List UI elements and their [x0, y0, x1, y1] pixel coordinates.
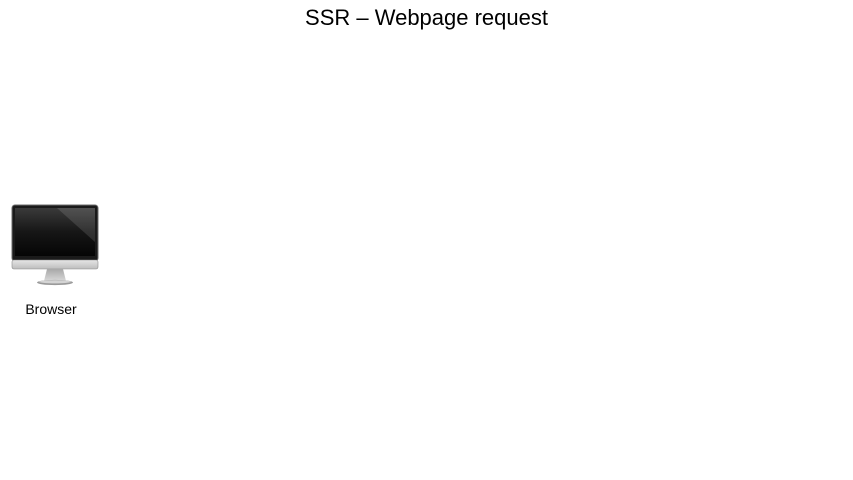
monitor-icon — [11, 204, 99, 286]
browser-node: Browser — [8, 204, 104, 320]
slide-title: SSR – Webpage request — [305, 5, 548, 30]
browser-label: Browser — [25, 301, 77, 317]
